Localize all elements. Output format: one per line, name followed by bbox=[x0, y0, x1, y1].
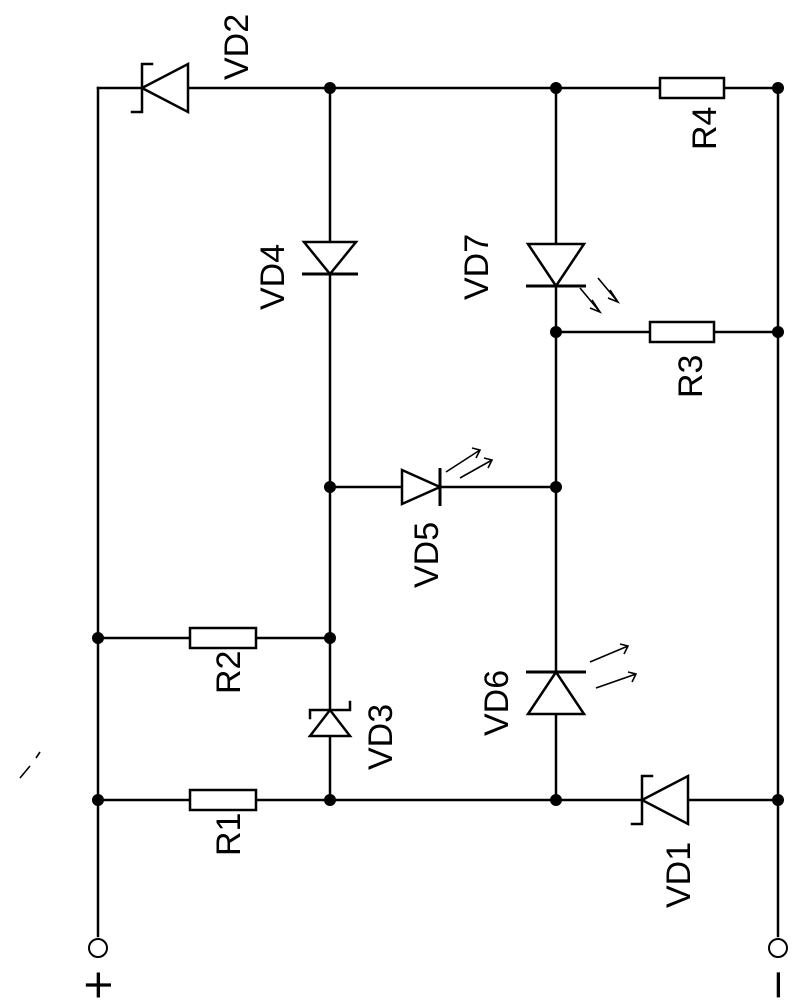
negative-sign: − bbox=[755, 968, 796, 1000]
junction-dot bbox=[92, 794, 104, 806]
label-vd5: VD5 bbox=[408, 522, 446, 588]
light-arrows bbox=[579, 277, 621, 314]
label-r2: R2 bbox=[210, 651, 248, 694]
junction-dot bbox=[772, 326, 784, 338]
label-r4: R4 bbox=[686, 107, 724, 150]
resistor-r3 bbox=[648, 320, 716, 344]
label-vd6: VD6 bbox=[478, 670, 516, 736]
light-arrows bbox=[445, 447, 494, 479]
junction-dot bbox=[550, 794, 562, 806]
junction-dot bbox=[772, 794, 784, 806]
resistor-r2 bbox=[188, 626, 258, 650]
resistor-r4 bbox=[658, 76, 726, 100]
labels: VD2 R4 VD4 VD7 R3 VD5 R2 VD3 VD6 R1 VD1 bbox=[210, 14, 724, 908]
led-vd7 bbox=[525, 242, 621, 314]
light-arrows bbox=[589, 643, 638, 689]
label-vd2: VD2 bbox=[218, 14, 256, 80]
junction-dot bbox=[324, 794, 336, 806]
junction-dot bbox=[550, 481, 562, 493]
scan-mark bbox=[19, 751, 41, 779]
junctions bbox=[92, 82, 784, 806]
zener-diode-vd1 bbox=[630, 773, 690, 827]
junction-dot bbox=[550, 326, 562, 338]
positive-terminal bbox=[88, 938, 108, 958]
led-vd6 bbox=[525, 643, 638, 716]
diode-vd4 bbox=[301, 240, 359, 276]
label-vd3: VD3 bbox=[362, 704, 400, 770]
junction-dot bbox=[550, 82, 562, 94]
led-vd5 bbox=[400, 447, 494, 506]
junction-dot bbox=[324, 82, 336, 94]
label-r1: R1 bbox=[210, 813, 248, 856]
junction-dot bbox=[92, 632, 104, 644]
zener-diode-vd3 bbox=[307, 700, 353, 738]
junction-dot bbox=[324, 632, 336, 644]
negative-terminal bbox=[768, 938, 788, 958]
label-vd7: VD7 bbox=[458, 234, 496, 300]
zener-diode-vd2 bbox=[130, 61, 190, 115]
positive-sign: + bbox=[75, 968, 121, 1000]
resistor-r1 bbox=[188, 788, 258, 812]
label-r3: R3 bbox=[672, 355, 710, 398]
junction-dot bbox=[324, 481, 336, 493]
junction-dot bbox=[772, 82, 784, 94]
label-vd1: VD1 bbox=[660, 842, 698, 908]
label-vd4: VD4 bbox=[254, 244, 292, 310]
